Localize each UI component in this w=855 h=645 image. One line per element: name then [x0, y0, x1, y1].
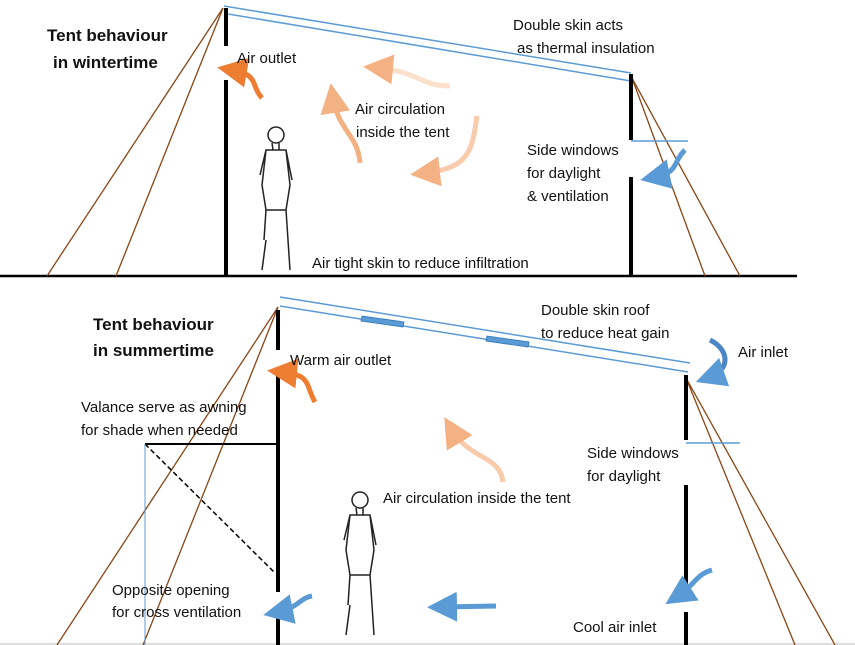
person-figure [259, 126, 293, 271]
warm-outlet-arrow [267, 358, 318, 404]
circulation-label-2: inside the tent [356, 124, 450, 141]
opposite-opening-label-1: Opposite opening [112, 582, 230, 599]
winter-title-line2: in wintertime [53, 53, 158, 72]
summer-title-line1: Tent behaviour [93, 315, 214, 334]
valance-awning [144, 443, 277, 645]
circulation-arrow-down [410, 115, 480, 187]
double-skin-roof-label-1: Double skin roof [541, 302, 650, 319]
cool-inlet-arrow [640, 148, 687, 189]
circulation-arrow [444, 417, 506, 483]
guy-ropes [56, 306, 836, 645]
air-outlet-label: Air outlet [237, 50, 297, 67]
circulation-arrow-top [363, 54, 451, 89]
warm-outlet-arrow [217, 57, 264, 100]
warm-outlet-label: Warm air outlet [290, 352, 392, 369]
air-inlet-label: Air inlet [738, 344, 789, 361]
summer-panel: Tent behaviour in summertime Double skin… [0, 296, 855, 645]
winter-panel: Tent behaviour in wintertime Air outlet … [0, 5, 797, 278]
roof-double-skin [223, 5, 632, 82]
opposite-outlet-arrow [263, 593, 313, 624]
roof-double-skin [279, 296, 691, 373]
tent-poles [224, 8, 633, 276]
air-inlet-arrow [695, 337, 730, 387]
cross-flow-arrow [427, 591, 497, 622]
side-windows-label-3: & ventilation [527, 188, 609, 205]
side-windows-label-1: Side windows [527, 142, 619, 159]
circulation-label-1: Air circulation [355, 101, 445, 118]
double-skin-label-2: as thermal insulation [517, 40, 655, 57]
circulation-label: Air circulation inside the tent [383, 490, 571, 507]
double-skin-label-1: Double skin acts [513, 17, 623, 34]
summer-title-line2: in summertime [93, 341, 214, 360]
opposite-opening-label-2: for cross ventilation [112, 604, 241, 621]
circulation-arrow-up [320, 83, 363, 164]
roof-airflow-arrows [360, 315, 530, 348]
winter-title-line1: Tent behaviour [47, 26, 168, 45]
side-windows-label-1: Side windows [587, 445, 679, 462]
person-figure [343, 491, 377, 636]
valance-label-1: Valance serve as awning [81, 399, 247, 416]
tent-poles [276, 310, 688, 645]
valance-label-2: for shade when needed [81, 422, 238, 439]
side-windows-label-2: for daylight [527, 165, 601, 182]
double-skin-roof-label-2: to reduce heat gain [541, 325, 669, 342]
side-windows-label-2: for daylight [587, 468, 661, 485]
cool-inlet-label: Cool air inlet [573, 619, 657, 636]
cool-inlet-arrow [665, 567, 713, 605]
air-tight-label: Air tight skin to reduce infiltration [312, 255, 529, 272]
